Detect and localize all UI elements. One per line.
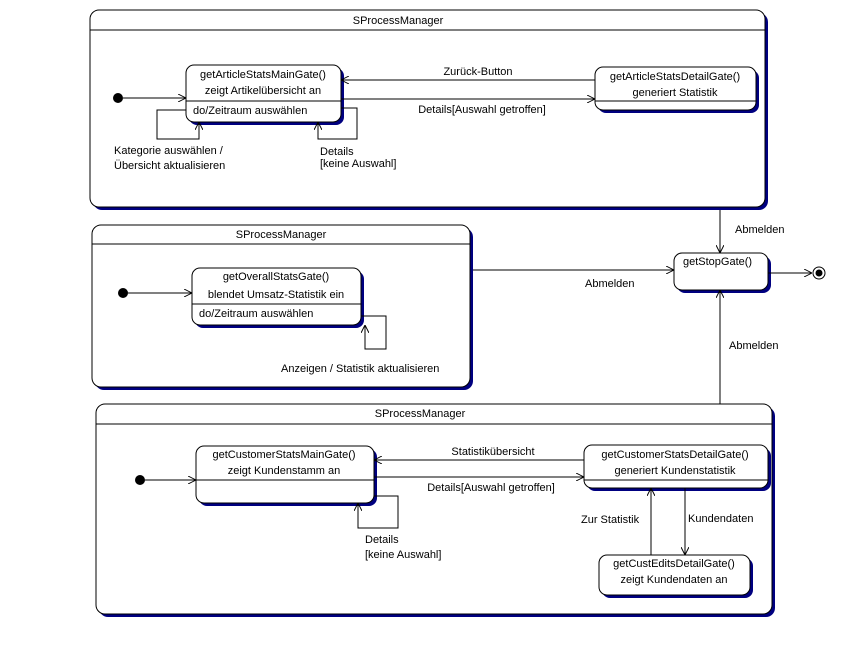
initial-node-customer bbox=[135, 475, 145, 485]
state-customer-main-name: getCustomerStatsMainGate() bbox=[212, 449, 355, 461]
initial-node-overall bbox=[118, 288, 128, 298]
state-customer-detail: getCustomerStatsDetailGate() generiert K… bbox=[583, 444, 771, 491]
state-cust-edits-name: getCustEditsDetailGate() bbox=[613, 558, 735, 570]
state-article-main-activity: do/Zeitraum auswählen bbox=[193, 105, 307, 117]
label-abmelden-1: Abmelden bbox=[735, 224, 785, 236]
state-overall: getOverallStatsGate() blendet Umsatz-Sta… bbox=[191, 267, 364, 328]
state-customer-main-desc: zeigt Kundenstamm an bbox=[228, 465, 341, 477]
label-details-keine-1-b: [keine Auswahl] bbox=[320, 158, 396, 170]
state-overall-desc: blendet Umsatz-Statistik ein bbox=[208, 289, 344, 301]
state-article-main: getArticleStatsMainGate() zeigt Artikelü… bbox=[185, 64, 344, 125]
state-overall-name: getOverallStatsGate() bbox=[223, 271, 329, 283]
label-details-auswahl-1: Details[Auswahl getroffen] bbox=[418, 104, 546, 116]
state-customer-main: getCustomerStatsMainGate() zeigt Kundens… bbox=[195, 445, 377, 506]
composite-title-customer: SProcessManager bbox=[375, 408, 466, 420]
composite-title-overall: SProcessManager bbox=[236, 229, 327, 241]
label-abmelden-2: Abmelden bbox=[585, 278, 635, 290]
label-details-keine-2-b: [keine Auswahl] bbox=[365, 549, 441, 561]
state-overall-activity: do/Zeitraum auswählen bbox=[199, 308, 313, 320]
label-zur-statistik: Zur Statistik bbox=[581, 514, 640, 526]
final-node bbox=[812, 266, 826, 280]
state-article-main-name: getArticleStatsMainGate() bbox=[200, 69, 326, 81]
label-statistikuebersicht: Statistikübersicht bbox=[451, 446, 534, 458]
state-article-detail-name: getArticleStatsDetailGate() bbox=[610, 71, 740, 83]
label-kundendaten: Kundendaten bbox=[688, 513, 753, 525]
label-details-keine-1-a: Details bbox=[320, 146, 354, 158]
state-cust-edits: getCustEditsDetailGate() zeigt Kundendat… bbox=[598, 554, 753, 598]
state-cust-edits-desc: zeigt Kundendaten an bbox=[620, 574, 727, 586]
state-stop-name: getStopGate() bbox=[683, 256, 752, 268]
state-customer-detail-name: getCustomerStatsDetailGate() bbox=[601, 449, 748, 461]
state-customer-detail-desc: generiert Kundenstatistik bbox=[614, 465, 736, 477]
state-article-detail: getArticleStatsDetailGate() generiert St… bbox=[594, 66, 759, 113]
label-kategorie-1: Kategorie auswählen / bbox=[114, 145, 224, 157]
initial-node-article bbox=[113, 93, 123, 103]
label-details-keine-2-a: Details bbox=[365, 534, 399, 546]
composite-state-article: SProcessManager bbox=[89, 9, 768, 210]
label-zurueck-button: Zurück-Button bbox=[443, 66, 512, 78]
state-article-detail-desc: generiert Statistik bbox=[633, 87, 718, 99]
label-kategorie-2: Übersicht aktualisieren bbox=[114, 160, 225, 172]
composite-title-article: SProcessManager bbox=[353, 15, 444, 27]
label-abmelden-3: Abmelden bbox=[729, 340, 779, 352]
label-details-auswahl-2: Details[Auswahl getroffen] bbox=[427, 482, 555, 494]
state-stop: getStopGate() bbox=[673, 252, 771, 293]
label-anzeigen-aktualisieren: Anzeigen / Statistik aktualisieren bbox=[281, 363, 439, 375]
state-article-main-desc: zeigt Artikelübersicht an bbox=[205, 85, 321, 97]
